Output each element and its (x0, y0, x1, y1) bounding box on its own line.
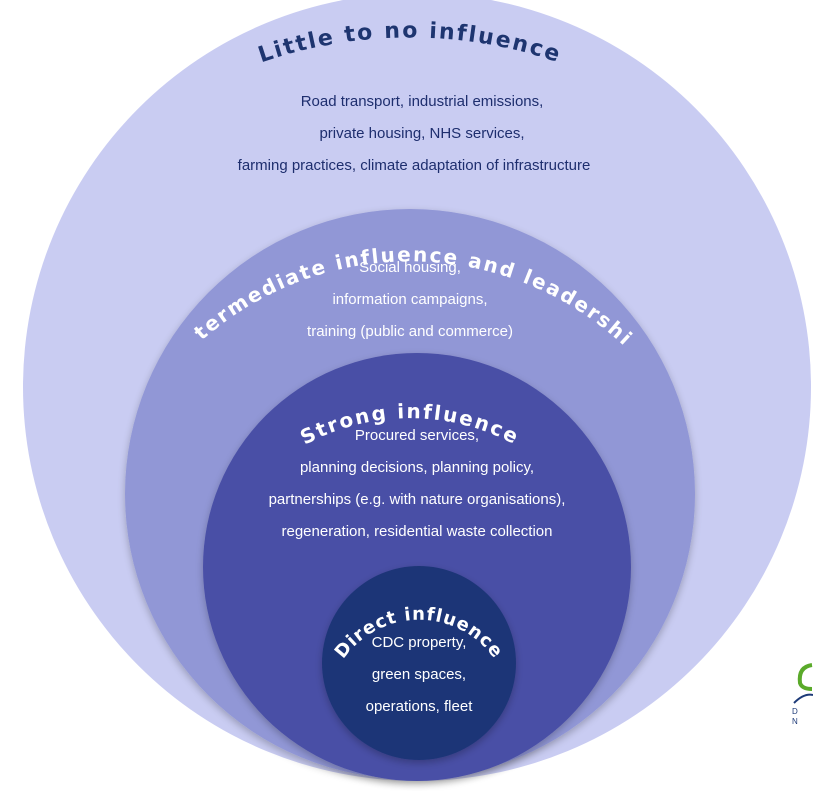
ring-direct-influence-line-3: operations, fleet (366, 698, 474, 715)
ring-intermediate-influence-line-3: training (public and commerce) (307, 323, 513, 340)
ring-little-influence-line-1: Road transport, industrial emissions, (301, 93, 544, 110)
ring-strong-influence-line-3: partnerships (e.g. with nature organisat… (269, 491, 566, 508)
ring-strong-influence-line-4: regeneration, residential waste collecti… (282, 523, 553, 540)
ring-strong-influence-line-1: Procured services, (355, 427, 479, 444)
ring-intermediate-influence-line-1: Social housing, (359, 259, 461, 276)
council-logo: D N (790, 655, 813, 735)
ring-intermediate-influence-line-2: information campaigns, (332, 291, 487, 308)
ring-direct-influence-line-2: green spaces, (372, 666, 466, 683)
ring-direct-influence-disc (322, 566, 516, 760)
ring-direct-influence-line-1: CDC property, (372, 634, 467, 651)
logo-letter-2: N (792, 717, 800, 726)
ring-little-influence-line-2: private housing, NHS services, (319, 125, 524, 142)
logo-swoosh-icon (793, 663, 813, 704)
ring-little-influence-line-3: farming practices, climate adaptation of… (238, 157, 591, 174)
ring-strong-influence-line-2: planning decisions, planning policy, (300, 459, 534, 476)
logo-letter-1: D (792, 707, 800, 716)
ring-direct-influence: Direct influence CDC property, green spa… (322, 566, 516, 760)
